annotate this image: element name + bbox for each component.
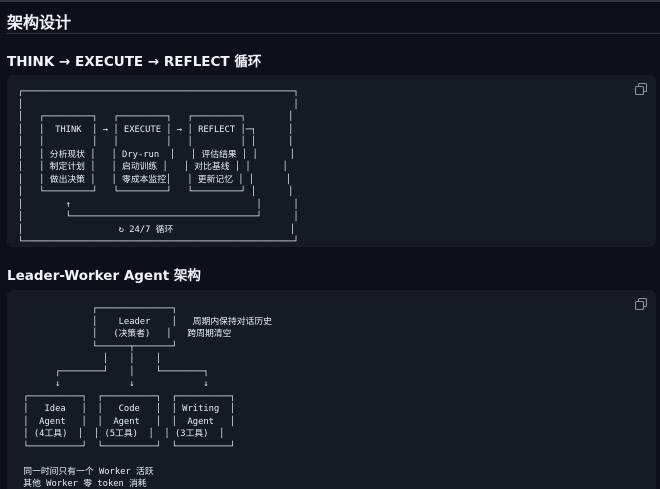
code-block-architecture-text: ┌──────────────┐ │ Leader │ 周期内保持对话历史 │ … (23, 304, 272, 489)
top-divider (0, 0, 660, 2)
section-heading-architecture: Leader-Worker Agent 架构 (7, 268, 201, 284)
copy-icon[interactable] (634, 297, 648, 311)
copy-icon[interactable] (634, 82, 648, 96)
code-block-architecture[interactable]: ┌──────────────┐ │ Leader │ 周期内保持对话历史 │ … (7, 290, 656, 489)
title-divider (7, 33, 660, 34)
code-block-loop[interactable]: ┌───────────────────────────────────────… (7, 75, 656, 247)
code-block-loop-text: ┌───────────────────────────────────────… (18, 87, 299, 247)
section-heading-loop: THINK → EXECUTE → REFLECT 循环 (7, 54, 262, 70)
page-title: 架构设计 (7, 13, 72, 32)
